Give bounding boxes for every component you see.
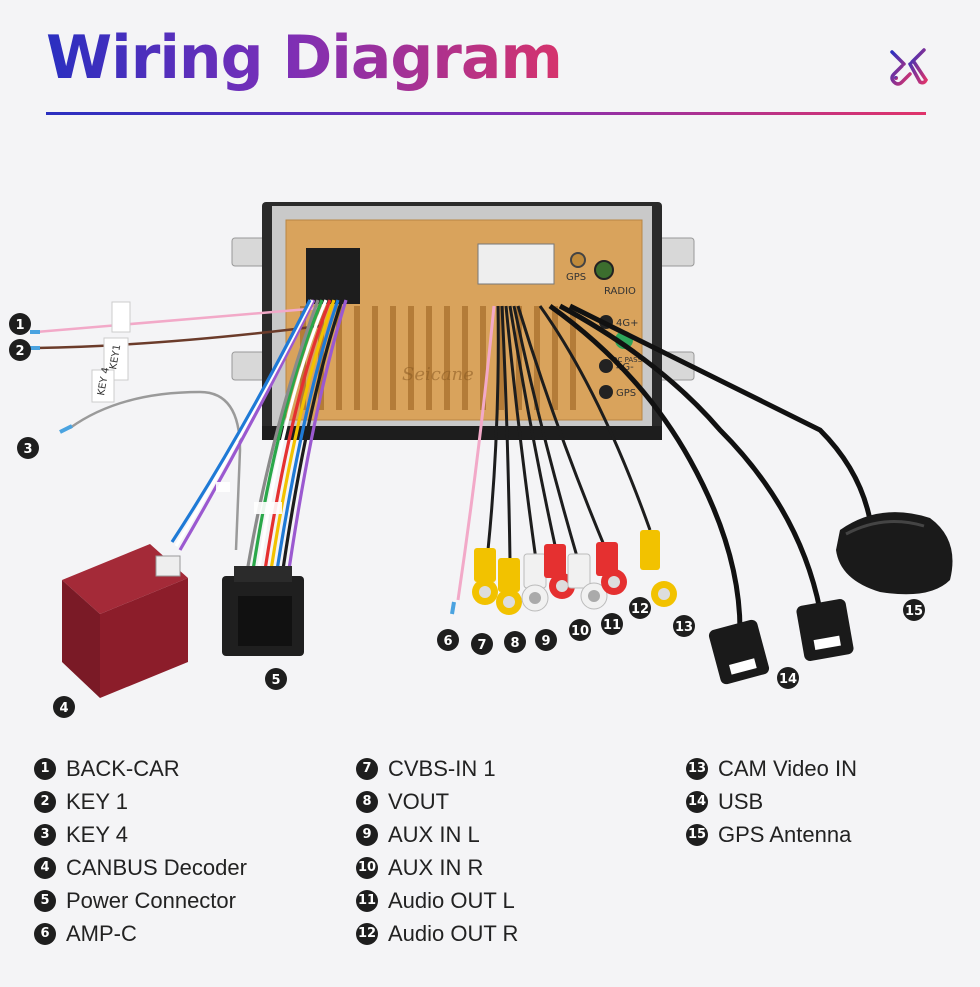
callout-4: 4 — [53, 696, 75, 718]
wrench-screwdriver-icon — [890, 48, 929, 86]
gps-antenna — [836, 512, 953, 595]
head-unit: GPS RADIO 4G+ QC PASS 4G- GPS Seicane — [231, 202, 695, 440]
svg-text:7: 7 — [477, 638, 486, 653]
av-cables — [456, 303, 873, 631]
power-harness — [170, 299, 348, 591]
svg-text:11: 11 — [603, 618, 621, 633]
key4-tag: KEY 4 — [96, 367, 112, 397]
4g-plus-label: 4G+ — [616, 318, 639, 329]
svg-text:15: 15 — [905, 604, 923, 619]
callout-11: 11 — [601, 613, 623, 635]
svg-text:13: 13 — [675, 620, 693, 635]
callout-8: 8 — [504, 631, 526, 653]
callout-1: 1 — [9, 313, 31, 335]
gps-port-label-2: GPS — [616, 388, 636, 399]
svg-text:10: 10 — [571, 624, 589, 639]
svg-text:3: 3 — [23, 442, 32, 457]
callout-13: 13 — [673, 615, 695, 637]
callout-5: 5 — [265, 668, 287, 690]
callout-14: 14 — [777, 667, 799, 689]
callout-3: 3 — [17, 437, 39, 459]
power-connector — [222, 566, 304, 656]
control-wires — [30, 301, 321, 551]
callout-12: 12 — [629, 597, 651, 619]
svg-text:14: 14 — [779, 672, 797, 687]
radio-port-label: RADIO — [604, 286, 636, 297]
gps-port-label: GPS — [566, 272, 586, 283]
svg-text:5: 5 — [271, 673, 280, 688]
callout-7: 7 — [471, 633, 493, 655]
callout-2: 2 — [9, 339, 31, 361]
svg-text:1: 1 — [15, 318, 24, 333]
svg-text:6: 6 — [443, 634, 452, 649]
usb-connectors — [708, 599, 854, 685]
svg-text:4: 4 — [59, 701, 68, 716]
callout-9: 9 — [535, 629, 557, 651]
wiring-diagram: GPS RADIO 4G+ QC PASS 4G- GPS Seicane KE… — [9, 202, 953, 718]
amp-c-wire-tip — [450, 601, 456, 615]
callout-15: 15 — [903, 599, 925, 621]
page-title: Wiring Diagram — [46, 23, 563, 93]
4g-minus-label: 4G- — [616, 362, 634, 373]
rca-connectors — [472, 530, 677, 615]
canbus-decoder — [62, 544, 188, 698]
svg-text:12: 12 — [631, 602, 649, 617]
svg-text:2: 2 — [15, 344, 24, 359]
callout-6: 6 — [437, 629, 459, 651]
key1-tag: KEY1 — [108, 344, 123, 371]
callout-10: 10 — [569, 619, 591, 641]
title-divider — [46, 112, 926, 115]
svg-text:9: 9 — [541, 634, 550, 649]
svg-text:8: 8 — [510, 636, 519, 651]
qc-pass-badge: QC PASS — [612, 356, 643, 364]
brand-watermark: Seicane — [402, 364, 474, 385]
